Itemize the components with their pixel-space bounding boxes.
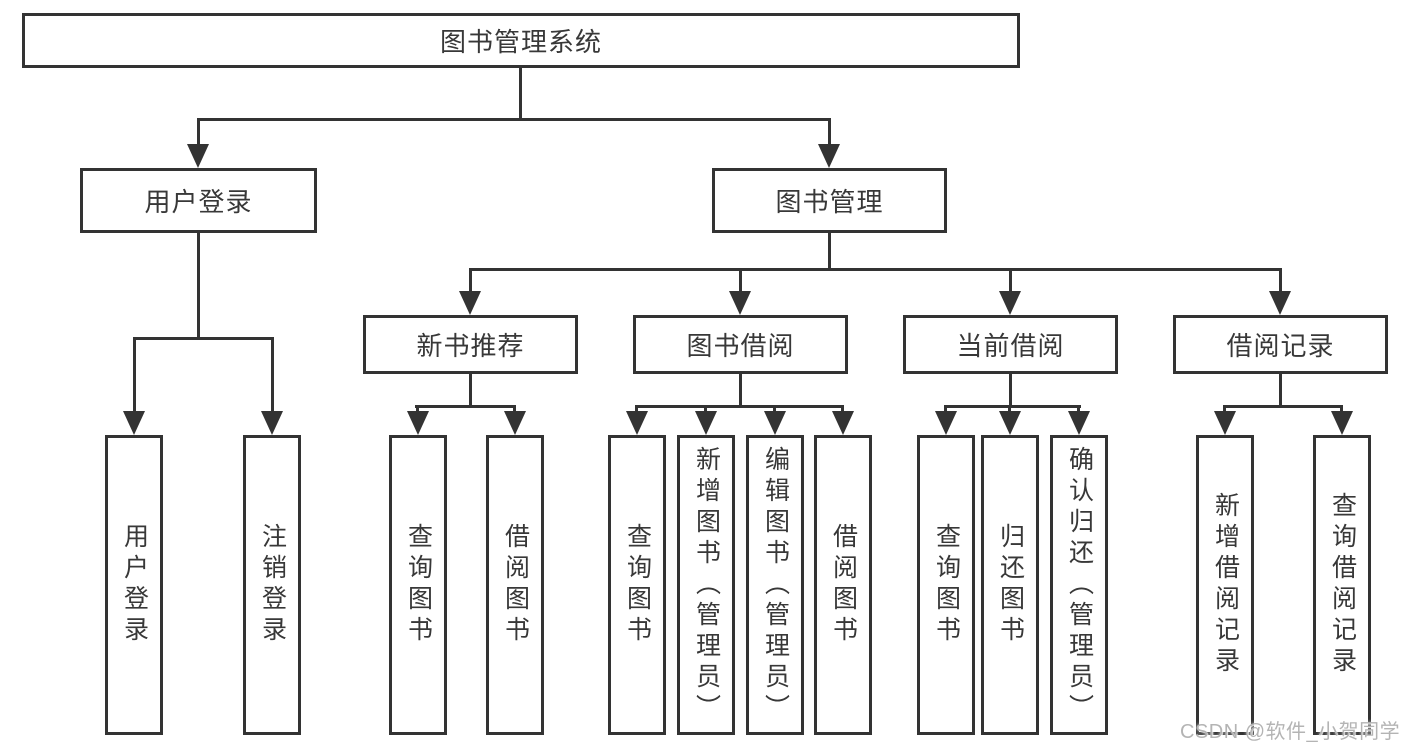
arrow-down-icon [459,291,481,315]
connector-line [416,405,419,414]
arrow-down-icon [729,291,751,315]
node-label: 图书管理 [775,187,884,217]
node-library-management-system: 图书管理系统 [22,13,1020,68]
connector-line [841,405,844,414]
connector-line [739,374,742,406]
leaf-borrow-books-recommendation: 借阅图书 [486,435,544,735]
connector-line [635,405,844,408]
connector-line [519,68,522,118]
connector-line [635,405,638,414]
node-label: 用户登录 [144,187,253,217]
leaf-label: 编辑图书（管理员） [761,445,790,725]
arrow-down-icon [695,411,717,435]
connector-line [739,268,742,294]
connector-line [197,233,200,338]
connector-line [704,405,707,414]
node-book-borrowing: 图书借阅 [633,315,848,374]
connector-line [1279,268,1282,294]
connector-line [944,405,1081,408]
connector-line [271,337,274,413]
connector-line [513,405,516,414]
leaf-label: 查询图书 [623,523,652,647]
arrow-down-icon [123,411,145,435]
arrow-down-icon [1214,411,1236,435]
leaf-label: 查询图书 [932,523,961,647]
node-label: 图书管理系统 [439,27,602,57]
leaf-label: 注销登录 [258,523,287,647]
connector-line [133,337,136,413]
connector-line [469,374,472,406]
arrow-down-icon [818,144,840,168]
leaf-return-books: 归还图书 [981,435,1039,735]
leaf-edit-books-admin: 编辑图书（管理员） [746,435,804,735]
leaf-borrow-books: 借阅图书 [814,435,872,735]
arrow-down-icon [407,411,429,435]
leaf-label: 查询借阅记录 [1328,492,1357,678]
leaf-label: 新增借阅记录 [1211,492,1240,678]
connector-line [1223,405,1226,414]
arrow-down-icon [261,411,283,435]
leaf-logout: 注销登录 [243,435,301,735]
connector-line [1008,405,1011,414]
leaf-label: 归还图书 [996,523,1025,647]
arrow-down-icon [935,411,957,435]
leaf-query-books-current: 查询图书 [917,435,975,735]
arrow-down-icon [504,411,526,435]
connector-line [197,118,831,121]
leaf-label: 用户登录 [120,523,149,647]
arrow-down-icon [1269,291,1291,315]
connector-line [828,118,831,146]
leaf-query-borrow-record: 查询借阅记录 [1313,435,1371,735]
arrow-down-icon [1331,411,1353,435]
connector-line [944,405,947,414]
connector-line [828,233,831,270]
connector-line [1077,405,1080,414]
leaf-user-login: 用户登录 [105,435,163,735]
leaf-label: 新增图书（管理员） [692,445,721,725]
connector-line [1009,268,1012,294]
csdn-watermark: CSDN @软件_小贺同学 [1180,721,1401,743]
arrow-down-icon [832,411,854,435]
leaf-label: 借阅图书 [829,523,858,647]
node-label: 当前借阅 [956,331,1065,361]
node-borrowing-records: 借阅记录 [1173,315,1388,374]
leaf-label: 借阅图书 [501,523,530,647]
arrow-down-icon [626,411,648,435]
connector-line [469,268,1282,271]
node-label: 借阅记录 [1226,331,1335,361]
arrow-down-icon [764,411,786,435]
connector-line [1340,405,1343,414]
arrow-down-icon [1068,411,1090,435]
arrow-down-icon [999,291,1021,315]
leaf-label: 查询图书 [404,523,433,647]
connector-line [415,405,516,408]
connector-line [773,405,776,414]
leaf-query-books-borrowing: 查询图书 [608,435,666,735]
connector-line [1223,405,1343,408]
leaf-add-borrow-record: 新增借阅记录 [1196,435,1254,735]
node-current-borrowing: 当前借阅 [903,315,1118,374]
arrow-down-icon [187,144,209,168]
leaf-query-books-recommendation: 查询图书 [389,435,447,735]
node-label: 新书推荐 [416,331,525,361]
connector-line [133,337,274,340]
leaf-label: 确认归还（管理员） [1065,445,1094,725]
connector-line [1009,374,1012,406]
node-new-book-recommendation: 新书推荐 [363,315,578,374]
leaf-add-books-admin: 新增图书（管理员） [677,435,735,735]
node-book-management: 图书管理 [712,168,947,233]
leaf-confirm-return-admin: 确认归还（管理员） [1050,435,1108,735]
node-label: 图书借阅 [686,331,795,361]
connector-line [469,268,472,294]
connector-line [1279,374,1282,406]
arrow-down-icon [999,411,1021,435]
node-user-login: 用户登录 [80,168,317,233]
connector-line [197,118,200,146]
